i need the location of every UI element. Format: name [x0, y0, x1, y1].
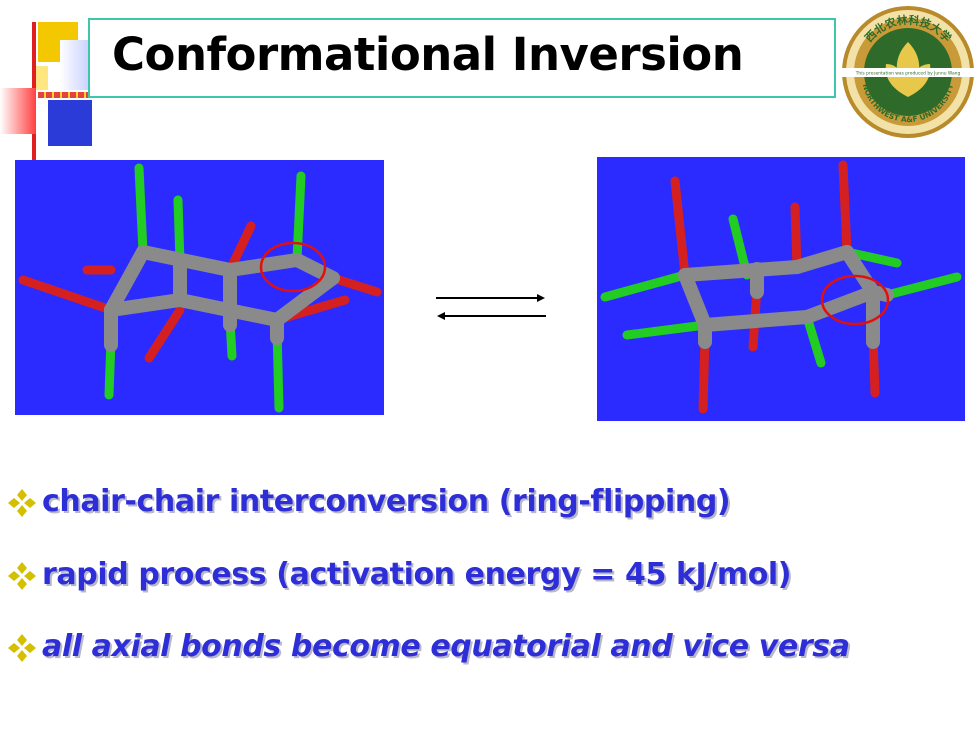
university-seal-icon: This presentation was produced by Junnu …: [838, 2, 978, 142]
seal-banner-text: This presentation was produced by Junnu …: [855, 71, 961, 77]
bullet-text: rapid process (activation energy = 45 kJ…: [42, 557, 792, 592]
highlight-circle: [259, 241, 327, 293]
diamond-bullet-icon: [6, 560, 42, 592]
highlight-circle: [820, 274, 890, 326]
diamond-bullet-icon: [6, 632, 42, 664]
slide-title: Conformational Inversion: [112, 28, 744, 81]
molecule-model-left: [18, 163, 382, 413]
diamond-bullet-icon: [6, 487, 42, 519]
bullet-item: chair-chair interconversion (ring-flippi…: [6, 484, 731, 519]
corner-decoration: [0, 0, 398, 162]
chair-conformation-left: [15, 160, 384, 415]
chair-conformation-right: [597, 157, 965, 421]
bullet-text: all axial bonds become equatorial and vi…: [42, 629, 850, 664]
molecule-model-right: [600, 160, 962, 414]
bullet-text: chair-chair interconversion (ring-flippi…: [42, 484, 731, 519]
bullet-item: rapid process (activation energy = 45 kJ…: [6, 557, 792, 592]
bullet-item: all axial bonds become equatorial and vi…: [6, 629, 850, 664]
equilibrium-arrows-icon: [433, 290, 549, 324]
title-frame: [88, 18, 836, 98]
